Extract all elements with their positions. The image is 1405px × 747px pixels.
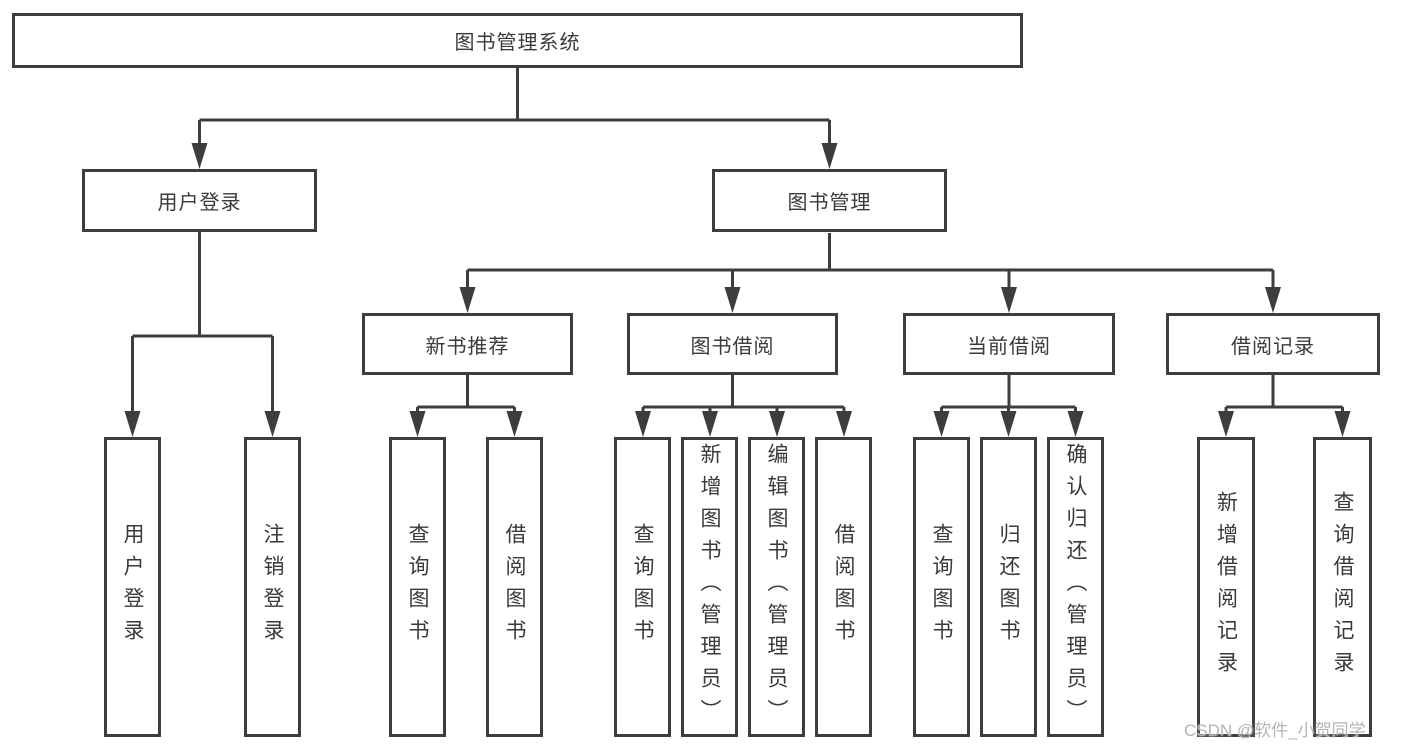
leaf-borrow-books-recommend-label: 借阅图书 (503, 523, 526, 651)
leaf-add-borrow-record-label: 新增借阅记录 (1214, 491, 1238, 683)
node-root: 图书管理系统 (12, 13, 1023, 68)
leaf-add-books-admin-label: 新增图书（管理员） (698, 443, 721, 731)
node-book-borrow-label: 图书借阅 (690, 335, 775, 358)
node-borrow-records-label: 借阅记录 (1231, 335, 1315, 358)
leaf-borrow-books-recommend: 借阅图书 (486, 437, 543, 737)
leaf-edit-books-admin-label: 编辑图书（管理员） (765, 443, 788, 731)
leaf-query-books-recommend: 查询图书 (389, 437, 446, 737)
node-current-borrow: 当前借阅 (903, 313, 1115, 375)
node-new-book-recommend-label: 新书推荐 (425, 335, 510, 358)
node-new-book-recommend: 新书推荐 (362, 313, 573, 375)
leaf-return-books: 归还图书 (980, 437, 1037, 737)
node-book-borrow: 图书借阅 (627, 313, 838, 375)
leaf-confirm-return-admin-label: 确认归还（管理员） (1064, 443, 1087, 731)
node-user-login: 用户登录 (82, 169, 317, 232)
leaf-query-borrow-record-label: 查询借阅记录 (1331, 491, 1354, 683)
leaf-borrow-books-label: 借阅图书 (832, 523, 855, 651)
leaf-user-login-label: 用户登录 (121, 523, 144, 651)
node-root-label: 图书管理系统 (454, 32, 581, 54)
csdn-watermark: CSDN @软件_小贺同学 (1184, 721, 1366, 740)
leaf-query-borrow-record: 查询借阅记录 (1313, 437, 1372, 737)
node-book-management: 图书管理 (712, 169, 947, 232)
leaf-add-borrow-record: 新增借阅记录 (1197, 437, 1255, 737)
leaf-query-books-current: 查询图书 (913, 437, 970, 737)
node-user-login-label: 用户登录 (157, 192, 242, 214)
leaf-logout: 注销登录 (244, 437, 301, 737)
leaf-edit-books-admin: 编辑图书（管理员） (748, 437, 805, 737)
node-borrow-records: 借阅记录 (1166, 313, 1380, 375)
node-current-borrow-label: 当前借阅 (967, 335, 1051, 358)
leaf-query-books-current-label: 查询图书 (930, 523, 953, 651)
leaf-borrow-books: 借阅图书 (815, 437, 872, 737)
leaf-confirm-return-admin: 确认归还（管理员） (1047, 437, 1104, 737)
leaf-user-login: 用户登录 (104, 437, 161, 737)
leaf-query-books-borrow: 查询图书 (614, 437, 671, 737)
node-book-management-label: 图书管理 (787, 192, 872, 214)
leaf-query-books-recommend-label: 查询图书 (406, 523, 429, 651)
leaf-query-books-borrow-label: 查询图书 (631, 523, 654, 651)
leaf-return-books-label: 归还图书 (997, 523, 1020, 651)
leaf-add-books-admin: 新增图书（管理员） (681, 437, 738, 737)
leaf-logout-label: 注销登录 (261, 523, 284, 651)
